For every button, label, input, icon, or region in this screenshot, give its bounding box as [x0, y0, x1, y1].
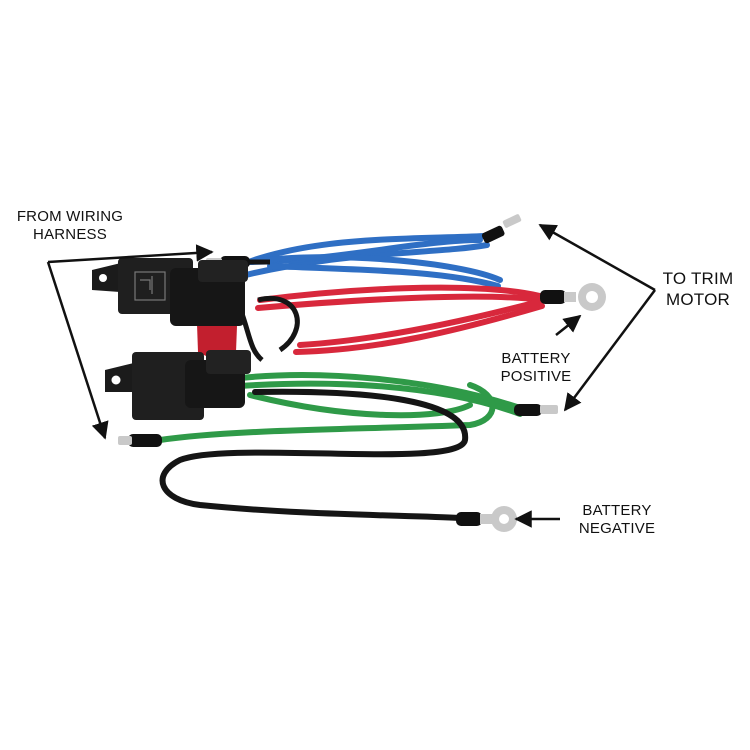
- arrow-icon: [555, 314, 582, 336]
- label-battery-positive: BATTERY POSITIVE: [486, 350, 586, 386]
- arrow-icon: [46, 261, 109, 440]
- label-line: HARNESS: [33, 226, 107, 243]
- label-line: TO TRIM: [662, 269, 734, 288]
- arrow-icon: [563, 289, 656, 412]
- spade-terminal-icon: [481, 214, 522, 244]
- blue-wire-group: [212, 233, 503, 289]
- label-line: POSITIVE: [500, 368, 572, 385]
- label-line: FROM WIRING: [16, 208, 124, 225]
- label-line: NEGATIVE: [578, 520, 656, 537]
- label-from-wiring-harness: FROM WIRING HARNESS: [2, 208, 138, 244]
- green-wire-group: [157, 372, 523, 443]
- spade-terminal-icon: [514, 404, 558, 416]
- arrow-group: [46, 223, 656, 528]
- ring-terminal-icon: [540, 283, 606, 311]
- arrow-icon: [47, 244, 214, 264]
- arrow-icon: [538, 223, 656, 292]
- spade-terminal-icon: [118, 434, 162, 447]
- ring-terminal-icon: [456, 506, 517, 532]
- relay-icon: [105, 350, 251, 420]
- label-battery-negative: BATTERY NEGATIVE: [562, 502, 672, 538]
- label-line: MOTOR: [666, 290, 730, 309]
- red-wire-group: [255, 284, 548, 355]
- label-line: BATTERY: [501, 350, 571, 367]
- label-to-trim-motor: TO TRIM MOTOR: [650, 268, 746, 310]
- relay-icon: [92, 258, 248, 326]
- label-line: BATTERY: [582, 502, 652, 519]
- black-wire-negative: [159, 388, 469, 521]
